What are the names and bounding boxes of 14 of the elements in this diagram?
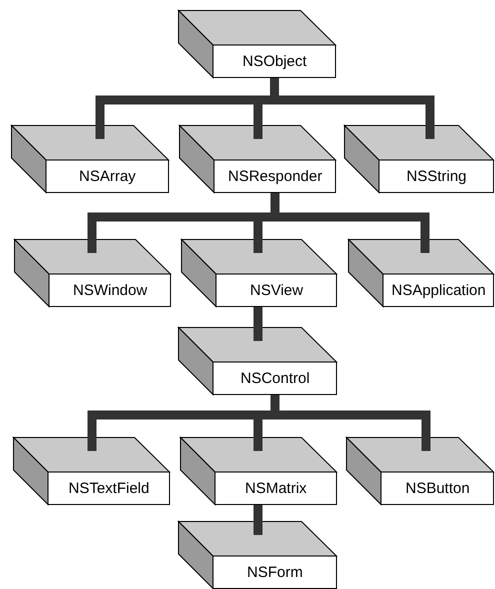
class-name: NSTextField (68, 480, 150, 498)
class-name: NSControl (240, 370, 310, 388)
class-name: NSArray (79, 168, 136, 186)
class-name: NSWindow (73, 282, 148, 300)
class-name: NSButton (406, 480, 470, 498)
class-name: NSString (406, 168, 467, 186)
class-name: NSView (250, 282, 304, 300)
class-name: NSMatrix (245, 480, 307, 498)
connector-line (254, 505, 262, 535)
connector-line (254, 307, 262, 341)
class-name: NSResponder (228, 168, 322, 186)
class-name: NSApplication (392, 282, 486, 300)
class-name: NSObject (242, 52, 307, 70)
class-name: NSForm (247, 564, 303, 582)
